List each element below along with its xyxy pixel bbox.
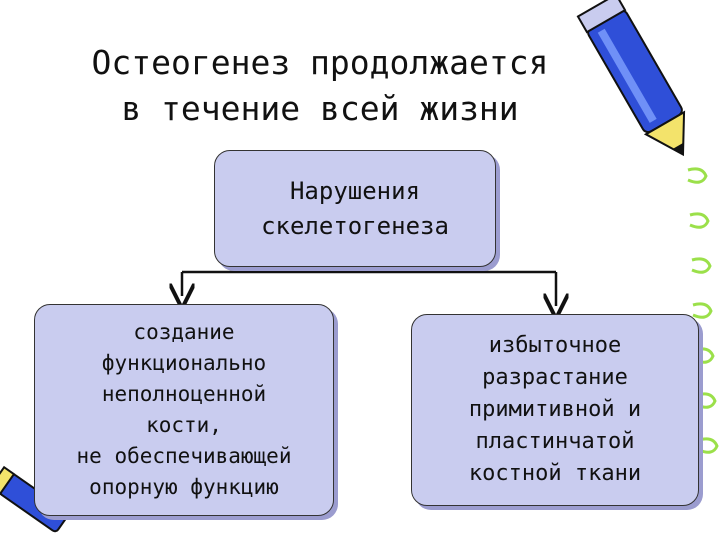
slide-title: Остеогенез продолжается в течение всей ж… [91,43,549,128]
left-child-label: создание функционально неполноценной кос… [76,320,292,499]
left-child-box: создание функционально неполноценной кос… [34,304,334,516]
tree-connector [182,267,556,306]
spiral-icon [687,167,719,454]
root-node-label: Нарушения скелетогенеза [261,176,449,240]
root-node-box: Нарушения скелетогенеза [214,150,496,267]
pencil-icon [576,0,686,157]
right-child-label: избыточное разрастание примитивной и пла… [468,333,642,486]
right-child-box: избыточное разрастание примитивной и пла… [411,314,699,506]
